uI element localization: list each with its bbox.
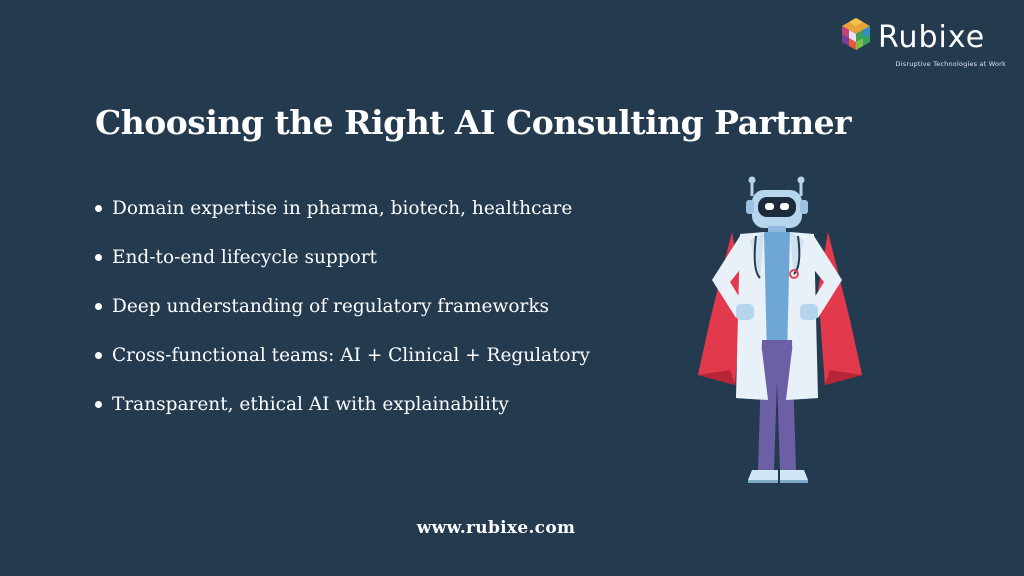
rubixe-cube-logo-icon [842, 18, 870, 50]
bullet-dot-icon [95, 254, 102, 261]
bullet-item: End-to-end lifecycle support [94, 245, 590, 294]
bullet-item: Transparent, ethical AI with explainabil… [94, 392, 590, 441]
bullet-item: Cross-functional teams: AI + Clinical + … [94, 343, 590, 392]
robot-doctor-superhero-icon [698, 176, 862, 483]
bullet-dot-icon [95, 205, 102, 212]
website-url[interactable]: www.rubixe.com [416, 518, 576, 538]
brand-tagline: Disruptive Technologies at Work [895, 60, 1006, 68]
bullet-dot-icon [95, 352, 102, 359]
bullet-list: Domain expertise in pharma, biotech, hea… [94, 196, 590, 441]
bullet-item: Deep understanding of regulatory framewo… [94, 294, 590, 343]
bullet-text: Transparent, ethical AI with explainabil… [112, 394, 509, 415]
brand-logo: Rubixe Disruptive Technologies at Work [836, 16, 1008, 72]
bullet-dot-icon [95, 401, 102, 408]
bullet-text: Domain expertise in pharma, biotech, hea… [112, 198, 573, 219]
bullet-text: Deep understanding of regulatory framewo… [112, 296, 550, 317]
bullet-text: End-to-end lifecycle support [112, 247, 377, 268]
brand-name: Rubixe [878, 20, 986, 55]
bullet-text: Cross-functional teams: AI + Clinical + … [112, 345, 590, 366]
bullet-dot-icon [95, 303, 102, 310]
slide-title: Choosing the Right AI Consulting Partner [95, 103, 851, 142]
bullet-item: Domain expertise in pharma, biotech, hea… [94, 196, 590, 245]
